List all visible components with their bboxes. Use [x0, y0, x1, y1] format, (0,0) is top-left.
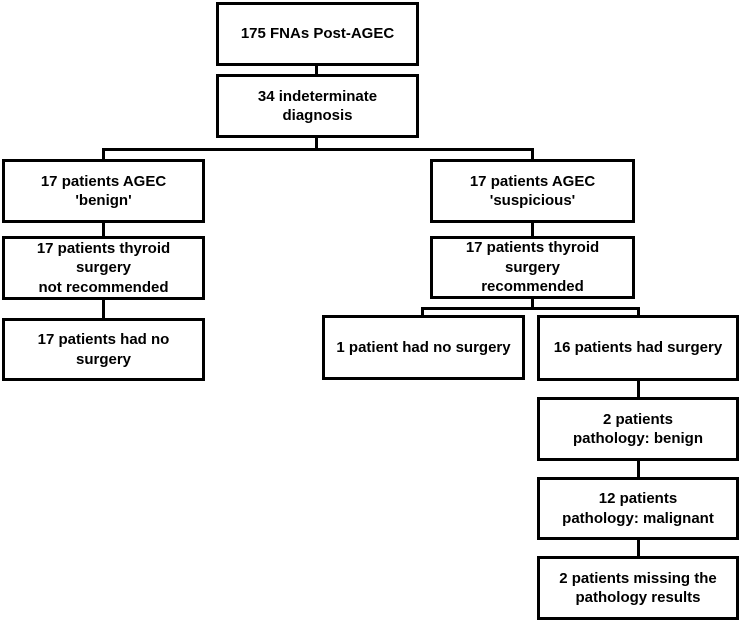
node-agec-benign: 17 patients AGEC 'benign' [2, 159, 205, 223]
node-no-surgery-17: 17 patients had no surgery [2, 318, 205, 381]
node-label: 34 indeterminate diagnosis [257, 87, 378, 125]
connector-recommended-stub [531, 299, 534, 310]
connector-drop-to-no-surgery-1 [421, 307, 424, 315]
node-pathology-malignant: 12 patients pathology: malignant [537, 477, 739, 540]
node-pathology-missing: 2 patients missing the pathology results [537, 556, 739, 620]
node-label: 16 patients had surgery [553, 339, 723, 357]
node-agec-suspicious: 17 patients AGEC 'suspicious' [430, 159, 635, 223]
node-indeterminate-diagnosis: 34 indeterminate diagnosis [216, 74, 419, 138]
connector-suspicious-to-recommended [531, 223, 534, 236]
connector-pathology-benign-to-malignant [637, 461, 640, 477]
connector-branch-rail-bottom [421, 307, 640, 310]
connector-not-recommended-to-no-surgery [102, 300, 105, 318]
connector-drop-to-benign [102, 148, 105, 159]
node-surgery-recommended: 17 patients thyroid surgery recommended [430, 236, 635, 299]
node-label: 175 FNAs Post-AGEC [240, 25, 395, 43]
node-pathology-benign: 2 patients pathology: benign [537, 397, 739, 461]
node-label: 17 patients thyroid surgery not recommen… [36, 239, 171, 296]
node-surgery-not-recommended: 17 patients thyroid surgery not recommen… [2, 236, 205, 300]
node-label: 2 patients pathology: benign [573, 410, 703, 448]
connector-drop-to-had-surgery-16 [637, 307, 640, 315]
node-label: 17 patients thyroid surgery recommended [465, 239, 600, 296]
node-label: 2 patients missing the pathology results [559, 569, 717, 607]
connector-surgery-to-pathology-benign [637, 381, 640, 397]
node-label: 17 patients AGEC 'suspicious' [469, 172, 596, 210]
node-no-surgery-1: 1 patient had no surgery [322, 315, 525, 380]
node-fnas-post-agec: 175 FNAs Post-AGEC [216, 2, 419, 66]
connector-benign-to-not-recommended [102, 223, 105, 236]
connector-indeterminate-stub [315, 138, 318, 151]
connector-drop-to-suspicious [531, 148, 534, 159]
node-label: 17 patients had no surgery [37, 331, 170, 368]
connector-fnas-to-indeterminate [315, 66, 318, 74]
connector-branch-rail-top [102, 148, 534, 151]
node-label: 1 patient had no surgery [336, 338, 511, 356]
node-label: 17 patients AGEC 'benign' [40, 172, 167, 210]
connector-malignant-to-missing [637, 540, 640, 556]
node-label: 12 patients pathology: malignant [562, 490, 714, 527]
node-had-surgery-16: 16 patients had surgery [537, 315, 739, 381]
